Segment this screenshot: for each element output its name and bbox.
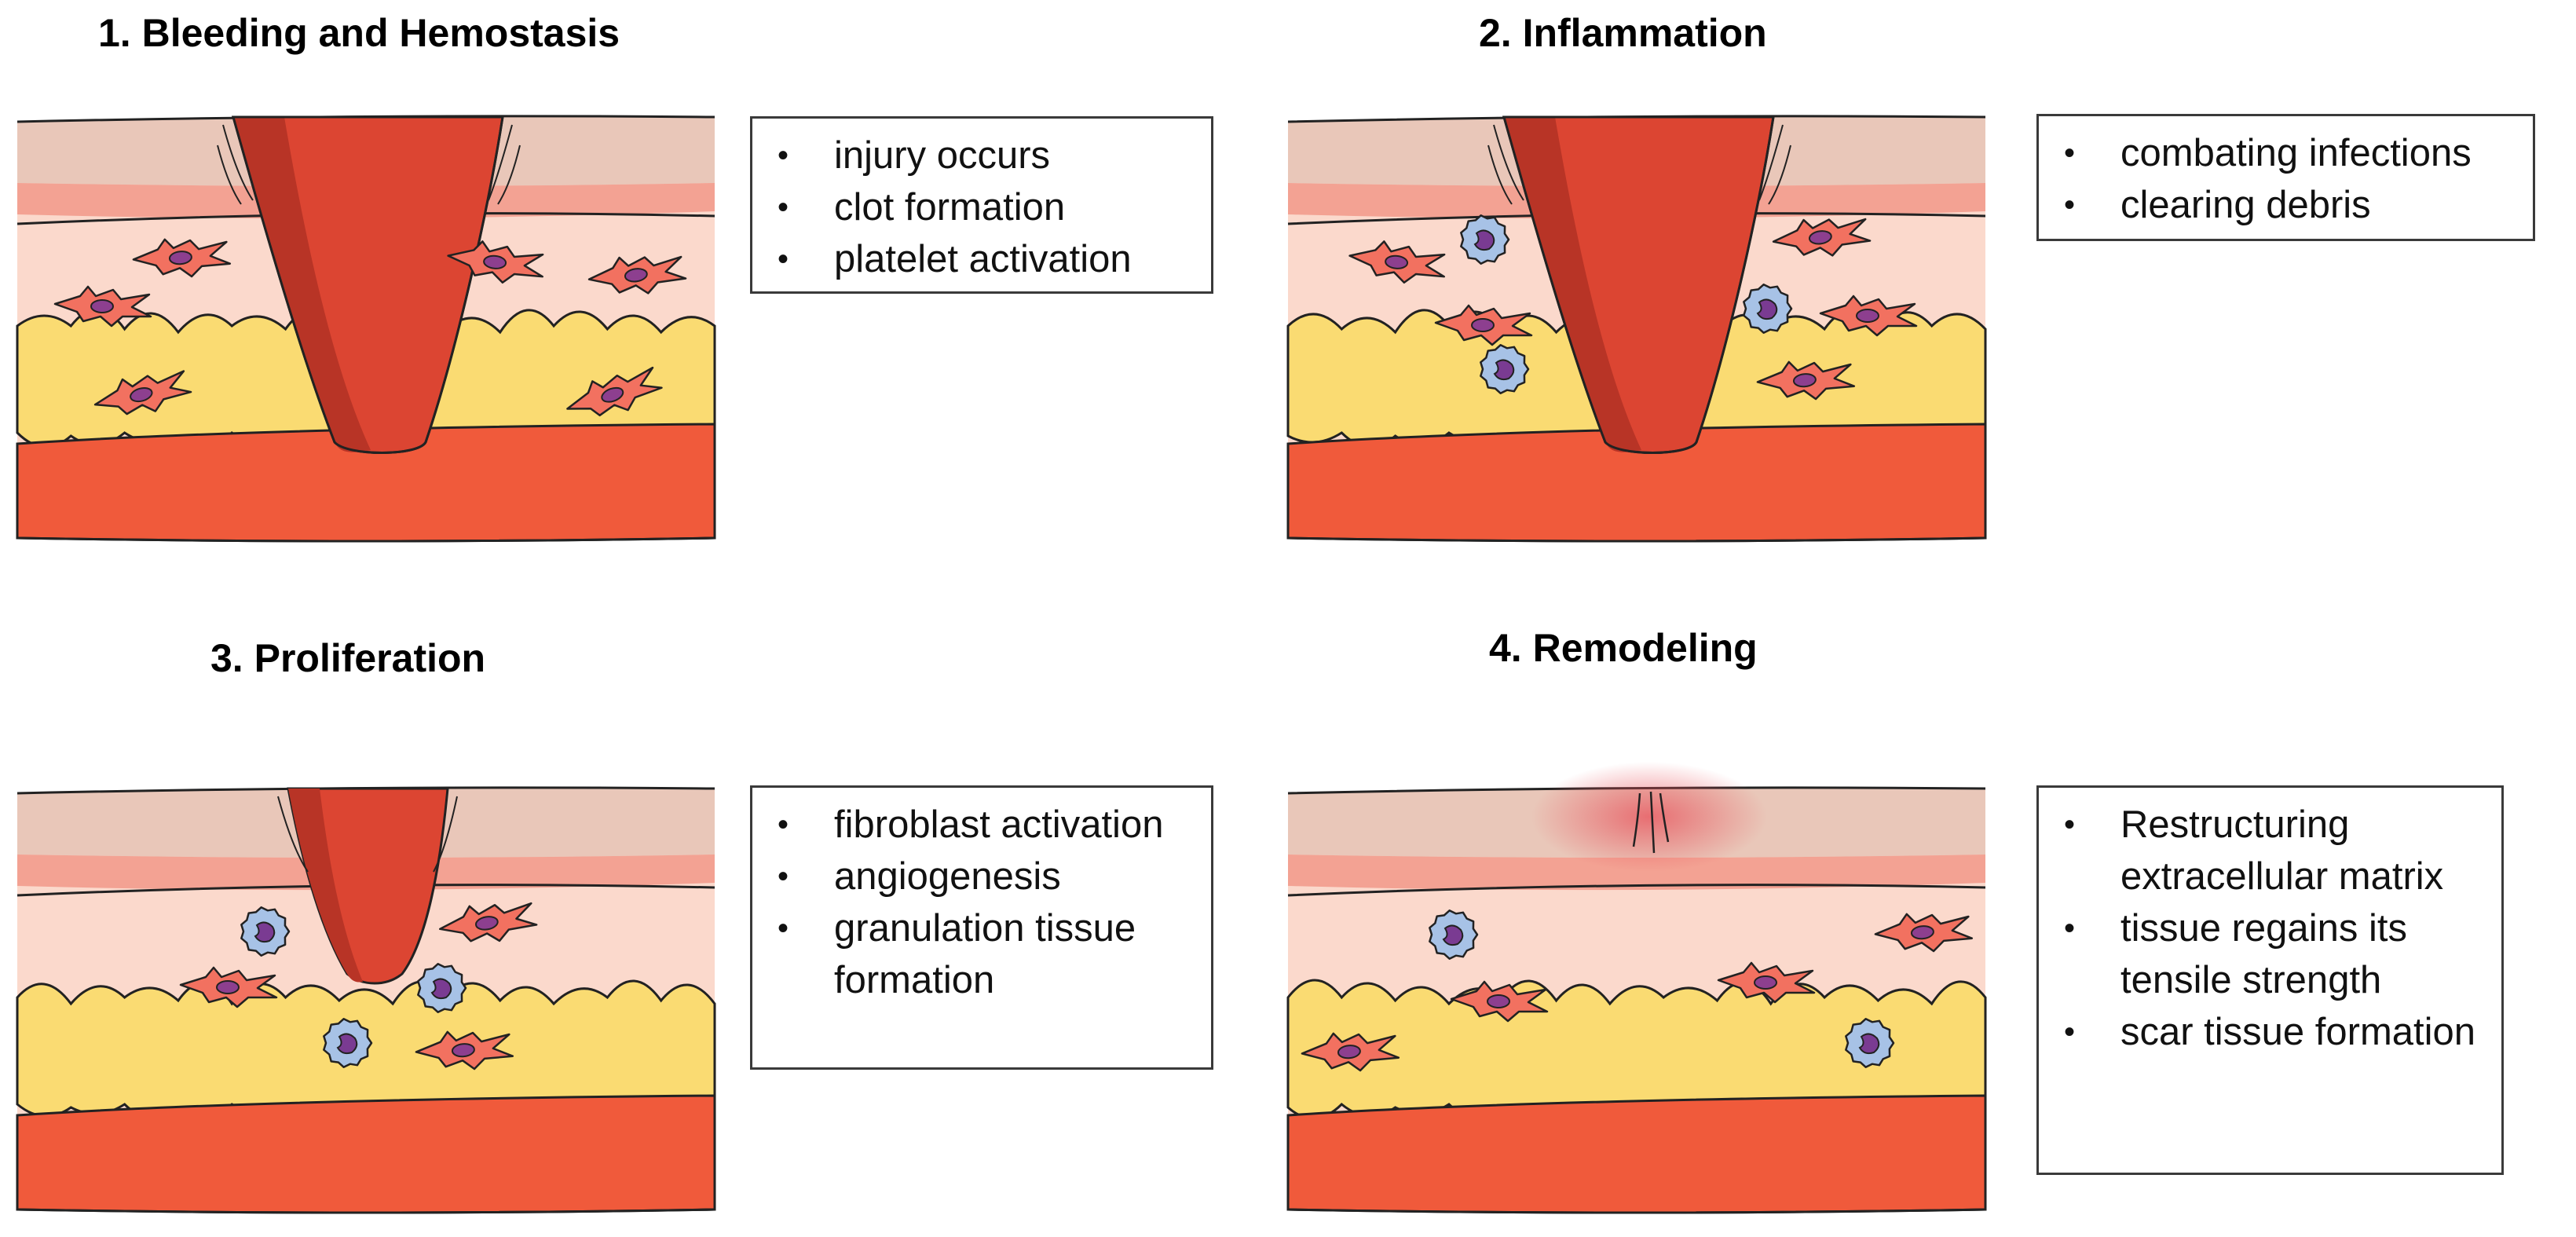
stage-1-note: clot formation [771,181,1195,233]
stage-2-tissue-illustration [1286,115,1987,543]
stage-4-note: Restructuring extracellular matrix [2058,799,2486,902]
stage-2-note: combating infections [2058,127,2517,179]
fibroblast-cell-icon [1450,980,1549,1023]
stage-1-notes-box: injury occurs clot formation platelet ac… [750,116,1213,294]
stage-3-skin-layers [16,786,716,1214]
immune-cell-icon [1429,909,1479,960]
stage-4-scar [1531,762,1767,872]
stage-1-notes-list: injury occurs clot formation platelet ac… [771,130,1195,285]
fibroblast-cell-icon [438,902,538,942]
stage-2-cells [1348,214,1918,401]
stage-3-title: 3. Proliferation [210,636,486,680]
stage-1-note: injury occurs [771,130,1195,181]
stage-1-wound [217,115,521,454]
stage-3-notes-list: fibroblast activation angiogenesis granu… [771,799,1195,1006]
fibroblast-cell-icon [93,370,192,415]
stage-2-notes-box: combating infections clearing debris [2036,114,2535,241]
stage-2-title: 2. Inflammation [1479,11,1767,55]
stage-3-tissue-illustration [16,786,716,1214]
immune-cell-icon [323,1018,373,1068]
immune-cell-icon [1460,214,1510,265]
fibroblast-cell-icon [447,240,544,284]
fibroblast-cell-icon [1717,961,1816,1004]
stage-3-note: fibroblast activation [771,799,1195,851]
stage-2-note: clearing debris [2058,179,2517,231]
stage-4-notes-list: Restructuring extracellular matrix tissu… [2058,799,2486,1058]
stage-3-wound [277,787,458,985]
fibroblast-cell-icon [1874,913,1974,953]
immune-cell-icon [240,906,291,957]
fibroblast-cell-icon [587,255,687,295]
stage-1-title: 1. Bleeding and Hemostasis [98,11,620,55]
stage-3-note: granulation tissue formation [771,902,1195,1006]
stage-1-cells [53,238,687,417]
fibroblast-cell-icon [1772,218,1872,257]
stage-4-notes-box: Restructuring extracellular matrix tissu… [2036,785,2504,1175]
stage-3-notes-box: fibroblast activation angiogenesis granu… [750,785,1213,1070]
fibroblast-cell-icon [415,1030,514,1070]
stage-1-tissue-illustration [16,115,716,543]
stage-4-title: 4. Remodeling [1489,626,1758,670]
fibroblast-cell-icon [179,966,278,1008]
fibroblast-cell-icon [1819,295,1918,337]
stage-4-note: tissue regains its tensile strength [2058,902,2486,1006]
fibroblast-cell-icon [566,366,663,417]
stage-4-tissue-illustration [1286,762,1987,1214]
stage-1-note: platelet activation [771,233,1195,285]
stage-3-note: angiogenesis [771,851,1195,902]
fibroblast-cell-icon [53,285,152,328]
immune-cell-icon [1845,1018,1895,1068]
fibroblast-cell-icon [1756,360,1856,401]
stage-4-skin-layers [1286,786,1987,1214]
fibroblast-cell-icon [1301,1032,1400,1072]
fibroblast-cell-icon [1434,304,1533,346]
immune-cell-icon [1480,344,1530,394]
fibroblast-cell-icon [1348,240,1446,284]
fibroblast-cell-icon [132,238,232,278]
immune-cell-icon [1743,284,1793,334]
stage-4-cells [1301,909,1974,1072]
stage-3-cells [179,902,538,1070]
stage-2-notes-list: combating infections clearing debris [2058,127,2517,231]
stage-4-note: scar tissue formation [2058,1006,2486,1058]
immune-cell-icon [417,963,467,1013]
stage-2-wound [1487,115,1791,454]
